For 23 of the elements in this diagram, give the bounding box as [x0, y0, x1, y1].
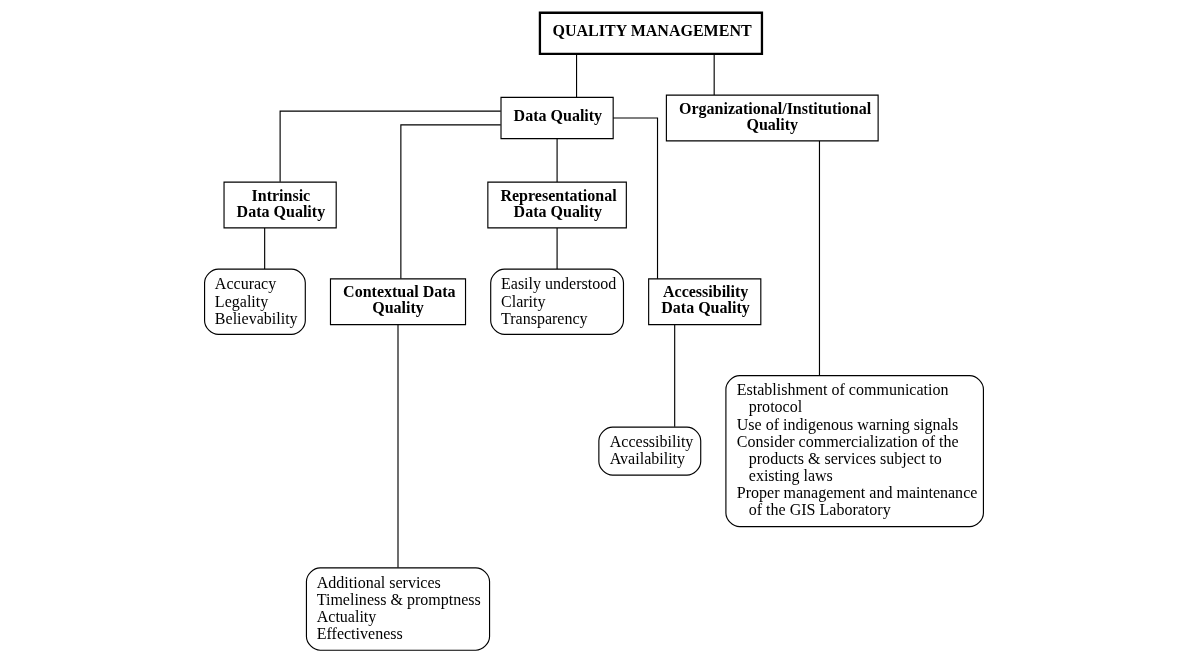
- node-box: Accuracy Legality Believability: [203, 268, 306, 335]
- node-box: Accessibility Availability: [597, 426, 701, 476]
- node-box: QUALITY MANAGEMENT: [538, 11, 763, 56]
- connector: [818, 140, 820, 376]
- node-box: Intrinsic Data Quality: [222, 181, 337, 229]
- connector: [396, 324, 399, 569]
- connector: [575, 53, 577, 98]
- connector: [556, 227, 558, 270]
- connector: [399, 124, 501, 280]
- connector: [612, 117, 658, 280]
- connector: [556, 138, 558, 183]
- node-box: Additional services Timeliness & promptness Actuality Effectiveness: [305, 567, 490, 651]
- connector: [279, 110, 501, 183]
- node-box: Contextual Data Quality: [329, 278, 466, 326]
- connector: [713, 53, 715, 96]
- node-box: Organizational/Institutional Quality: [665, 94, 879, 142]
- node-box: Representational Data Quality: [486, 181, 627, 229]
- node-box: Accessibility Data Quality: [647, 278, 761, 326]
- connector: [263, 227, 265, 270]
- connector: [673, 324, 675, 428]
- node-box: Establishment of communication protocol Use of indigenous warning signals Consider commercialization of the products & services subject to existing laws Proper management and maintenance of the GIS Laboratory: [724, 375, 984, 528]
- node-box: Easily understood Clarity Transparency: [489, 268, 624, 335]
- node-box: Data Quality: [499, 96, 614, 140]
